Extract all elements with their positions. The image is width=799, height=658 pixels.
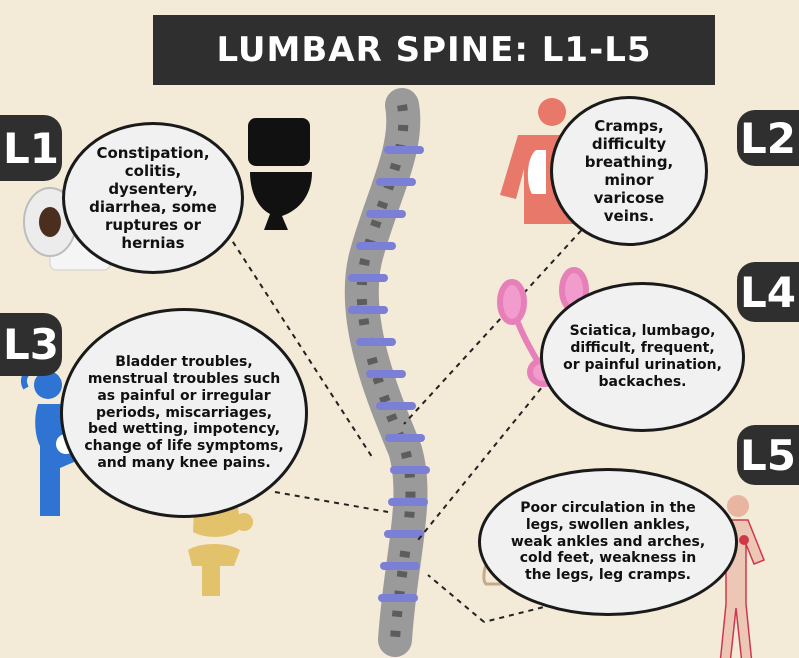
vertebral-disc <box>348 306 388 314</box>
label-l1: L1 <box>3 123 59 173</box>
vertebral-disc <box>380 562 420 570</box>
vertebral-disc <box>366 370 406 378</box>
label-tab-l5: L5 <box>737 425 799 485</box>
title-text: LUMBAR SPINE: L1-L5 <box>216 30 652 70</box>
vertebral-disc <box>384 530 424 538</box>
bubble-l4-text: Sciatica, lumbago, difficult, frequent, … <box>563 323 722 390</box>
bubble-l2-text: Cramps, difficulty breathing, minor vari… <box>584 117 674 225</box>
bubble-l5-text: Poor circulation in the legs, swollen an… <box>510 500 706 584</box>
connector-l3 <box>274 491 389 513</box>
vertebral-disc <box>366 210 406 218</box>
title: LUMBAR SPINE: L1-L5 <box>153 15 715 85</box>
label-tab-l1: L1 <box>0 115 62 181</box>
bubble-l5: Poor circulation in the legs, swollen an… <box>478 468 738 616</box>
vertebral-disc <box>384 146 424 154</box>
connector-lines <box>221 222 589 623</box>
label-tab-l3: L3 <box>0 313 62 376</box>
toilet-icon <box>248 118 312 230</box>
spine-illustration <box>344 88 430 657</box>
connector-l1 <box>221 224 375 461</box>
vertebral-disc <box>388 498 428 506</box>
vertebral-disc <box>356 242 396 250</box>
bubble-l4: Sciatica, lumbago, difficult, frequent, … <box>540 282 745 432</box>
vertebral-disc <box>348 274 388 282</box>
vertebral-discs <box>348 146 430 602</box>
label-l4: L4 <box>740 267 796 317</box>
vertebral-disc <box>385 434 425 442</box>
bubble-l2: Cramps, difficulty breathing, minor vari… <box>550 96 708 246</box>
connector-l4 <box>417 364 561 541</box>
bubble-l3: Bladder troubles, menstrual troubles suc… <box>60 308 308 518</box>
label-tab-l2: L2 <box>737 110 799 166</box>
connector-l5b <box>427 574 485 623</box>
label-l5: L5 <box>740 430 796 480</box>
bubble-l3-text: Bladder troubles, menstrual troubles suc… <box>84 354 284 471</box>
label-l3: L3 <box>3 320 59 369</box>
vertebral-disc <box>378 594 418 602</box>
vertebral-disc <box>376 402 416 410</box>
vertebral-disc <box>376 178 416 186</box>
label-l2: L2 <box>740 113 796 163</box>
bubble-l1-text: Constipation, colitis, dysentery, diarrh… <box>89 144 217 252</box>
label-tab-l4: L4 <box>737 262 799 322</box>
vertebral-disc <box>390 466 430 474</box>
bubble-l1: Constipation, colitis, dysentery, diarrh… <box>62 122 244 274</box>
vertebral-disc <box>356 338 396 346</box>
